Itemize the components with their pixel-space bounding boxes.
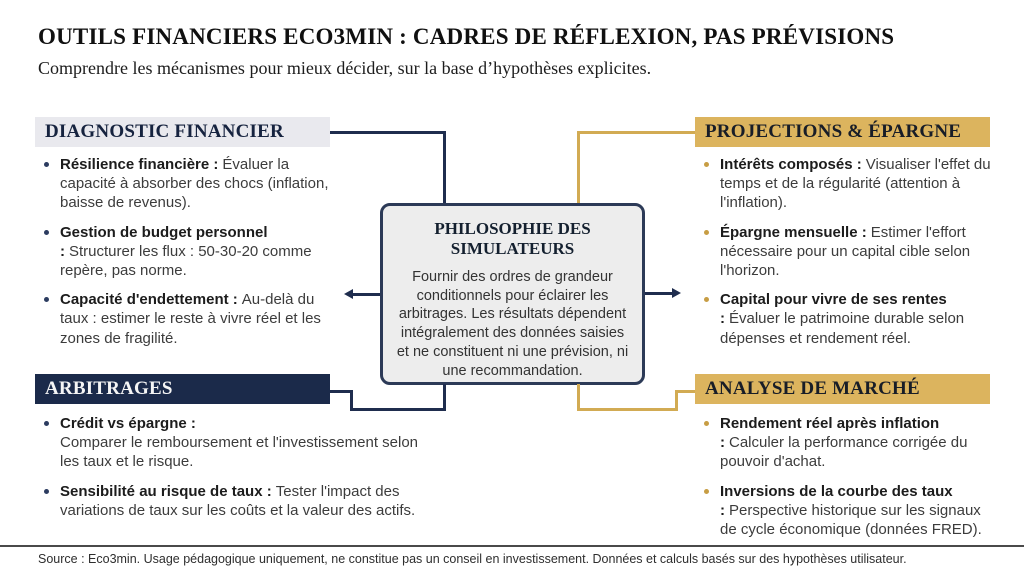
- item-label: Sensibilité au risque de taux :: [60, 482, 272, 500]
- bullet-icon: [44, 297, 49, 303]
- philosophy-box: PHILOSOPHIE DES SIMULATEURS Fournir des …: [380, 203, 645, 385]
- item-text: Calculer la performance corrigée du pouv…: [720, 434, 968, 471]
- list-item: Capacité d'endettement :Au-delà du taux …: [38, 290, 343, 348]
- connector-bottomleft-h1: [350, 408, 446, 411]
- right-arrow-line: [645, 292, 673, 295]
- right-arrow-icon: [672, 288, 681, 298]
- arbitrages-list: Crédit vs épargne : Comparer le rembourse…: [38, 414, 433, 530]
- connector-bottomleft-h2: [330, 390, 353, 393]
- philosophy-body: Fournir des ordres de grandeur condition…: [396, 268, 629, 379]
- philosophy-title: PHILOSOPHIE DES SIMULATEURS: [434, 219, 591, 259]
- page-subtitle: Comprendre les mécanismes pour mieux déc…: [38, 58, 652, 78]
- item-text: Tester l'impact des variations de taux s…: [60, 482, 416, 519]
- connector-topleft-v: [443, 131, 446, 203]
- bullet-icon: [704, 229, 709, 235]
- list-item: Intérêts composés :Visualiser l'effet du…: [698, 155, 1000, 213]
- connector-bottomright-h2: [675, 390, 695, 393]
- item-label: Intérêts composés :: [720, 156, 862, 173]
- bullet-icon: [44, 488, 49, 494]
- list-item: Épargne mensuelle :Estimer l'effort néce…: [698, 223, 1000, 281]
- bullet-icon: [704, 421, 709, 426]
- connector-bottomleft-v2: [350, 390, 353, 411]
- bullet-icon: [704, 297, 709, 303]
- connector-bottomright-v1: [577, 384, 580, 411]
- list-item: Gestion de budget personnel :Structurer …: [38, 223, 343, 281]
- list-item: Rendement réel après inflation :Calculer…: [698, 414, 1000, 472]
- item-label: Crédit vs épargne :: [60, 415, 196, 432]
- analyse-list: Rendement réel après inflation :Calculer…: [698, 414, 1000, 549]
- projections-list: Intérêts composés :Visualiser l'effet du…: [698, 155, 1000, 358]
- connector-topleft-h: [330, 131, 446, 134]
- analyse-header: ANALYSE DE MARCHÉ: [695, 374, 990, 404]
- item-label: Épargne mensuelle :: [720, 223, 867, 241]
- list-item: Résilience financière :Évaluer la capaci…: [38, 155, 343, 213]
- item-label: Capital pour vivre de ses rentes :: [720, 291, 947, 328]
- connector-topright-v: [577, 131, 580, 203]
- arbitrages-header: ARBITRAGES: [35, 374, 330, 404]
- item-text: Comparer le remboursement et l'investiss…: [60, 434, 419, 471]
- item-label: Gestion de budget personnel :: [60, 223, 268, 260]
- list-item: Sensibilité au risque de taux :Tester l'…: [38, 482, 433, 520]
- page-title: OUTILS FINANCIERS ECO3MIN : CADRES DE RÉ…: [38, 24, 895, 49]
- item-text: Structurer les flux : 50-30-20 comme rep…: [60, 242, 312, 279]
- bullet-icon: [44, 421, 49, 426]
- bullet-icon: [44, 162, 49, 167]
- connector-bottomright-h1: [577, 408, 678, 411]
- item-label: Résilience financière :: [60, 156, 219, 173]
- list-item: Capital pour vivre de ses rentes :Évalue…: [698, 290, 1000, 348]
- item-label: Capacité d'endettement :: [60, 291, 238, 309]
- item-text: Visualiser l'effet du temps et de la rég…: [720, 156, 991, 212]
- item-label: Rendement réel après inflation :: [720, 415, 940, 452]
- diagnostic-header: DIAGNOSTIC FINANCIER: [35, 117, 330, 147]
- item-text: Évaluer le patrimoine durable selon dépe…: [720, 310, 965, 347]
- left-arrow-line: [352, 293, 380, 296]
- item-text: Évaluer la capacité à absorber des chocs…: [60, 156, 329, 212]
- diagnostic-list: Résilience financière :Évaluer la capaci…: [38, 155, 343, 358]
- list-item: Inversions de la courbe des taux :Perspe…: [698, 482, 1000, 540]
- footer-source: Source : Eco3min. Usage pédagogique uniq…: [38, 552, 907, 566]
- left-arrow-icon: [344, 289, 353, 299]
- connector-bottomright-v2: [675, 390, 678, 411]
- bullet-icon: [704, 488, 709, 494]
- item-text: Au-delà du taux : estimer le reste à viv…: [60, 291, 321, 347]
- list-item: Crédit vs épargne : Comparer le rembourse…: [38, 414, 433, 472]
- bullet-icon: [704, 162, 709, 167]
- footer-divider: [0, 545, 1024, 547]
- projections-header: PROJECTIONS & ÉPARGNE: [695, 117, 990, 147]
- item-text: Estimer l'effort nécessaire pour un capi…: [720, 223, 971, 279]
- connector-bottomleft-v1: [443, 384, 446, 411]
- item-label: Inversions de la courbe des taux :: [720, 482, 953, 519]
- item-text: Perspective historique sur les signaux d…: [720, 501, 982, 538]
- connector-topright-h: [577, 131, 695, 134]
- bullet-icon: [44, 229, 49, 235]
